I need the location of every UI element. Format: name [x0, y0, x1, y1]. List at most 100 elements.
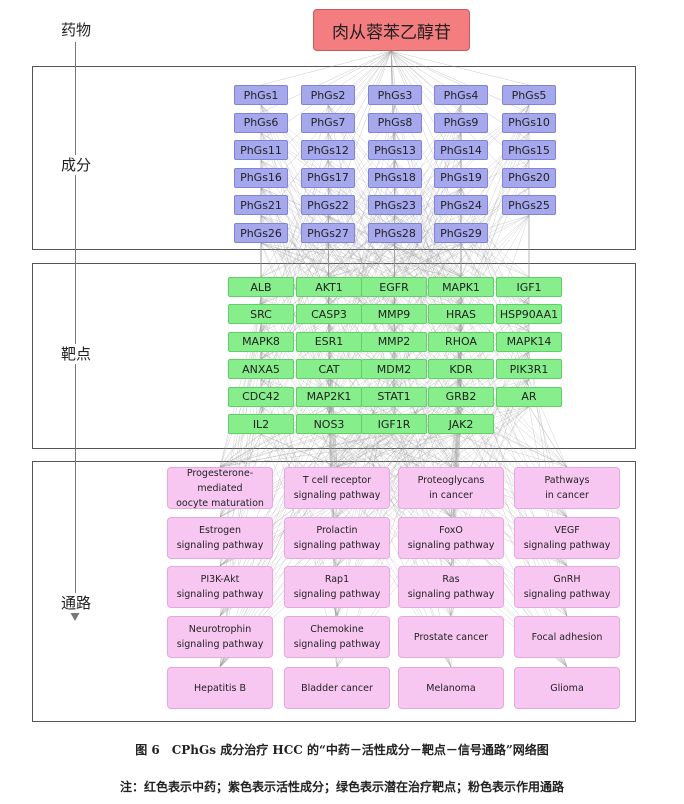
network-edge [327, 132, 395, 305]
network-edge [393, 160, 396, 332]
network-edge [260, 132, 395, 305]
network-edge [393, 242, 396, 415]
network-edge [394, 242, 462, 278]
network-edge [219, 324, 330, 668]
network-edge [260, 242, 462, 360]
network-edge [328, 132, 530, 332]
component-node: PhGs4 [434, 85, 488, 105]
network-edge [328, 242, 462, 415]
network-edge [460, 187, 530, 360]
target-node: MAPK1 [428, 277, 494, 297]
network-edge [528, 406, 568, 468]
component-node: PhGs22 [301, 195, 355, 216]
component-node: PhGs8 [368, 112, 422, 133]
network-edge [260, 132, 462, 305]
network-edge [260, 50, 392, 224]
network-edge [327, 242, 462, 415]
network-edge [327, 160, 462, 360]
network-edge [390, 50, 396, 224]
network-edge [219, 433, 330, 468]
network-edge [260, 187, 462, 333]
target-node: HSP90AA1 [496, 304, 562, 325]
pathway-node: Focal adhesion [514, 616, 620, 658]
network-edge [260, 187, 462, 415]
network-edge [460, 160, 530, 332]
component-node: PhGs23 [368, 195, 422, 216]
pathway-node: T cell receptor signaling pathway [284, 467, 390, 509]
network-edge [336, 406, 530, 468]
pathway-node: Proteoglycans in cancer [398, 467, 504, 509]
network-edge [260, 132, 462, 278]
component-node: PhGs18 [368, 167, 422, 188]
network-edge [394, 160, 462, 360]
network-edge [393, 296, 568, 468]
pathway-node: GnRH signaling pathway [514, 566, 620, 608]
target-node: MAPK14 [496, 331, 562, 352]
target-node: KDR [428, 359, 494, 380]
network-edge [460, 187, 530, 387]
network-edge [260, 215, 329, 415]
network-edge [260, 104, 462, 415]
network-edge [328, 187, 462, 360]
network-edge [460, 132, 530, 332]
component-node: PhGs1 [234, 85, 288, 105]
target-node: GRB2 [428, 386, 494, 407]
network-edge [327, 187, 530, 278]
network-edge [393, 104, 462, 305]
network-edge [260, 160, 462, 332]
network-edge [260, 187, 530, 360]
network-edge [336, 433, 462, 468]
pathway-node: FoxO signaling pathway [398, 517, 504, 559]
network-edge [327, 104, 462, 278]
network-edge [219, 433, 395, 468]
component-node: PhGs10 [502, 112, 556, 133]
network-edge [394, 187, 462, 360]
target-node: IGF1 [496, 277, 562, 297]
components-panel [32, 66, 636, 250]
pathway-node: Glioma [514, 667, 620, 709]
network-edge [260, 132, 530, 305]
target-node: IL2 [228, 414, 294, 434]
network-edge [327, 104, 530, 387]
pathway-node: Hepatitis B [167, 667, 273, 709]
network-edge [260, 215, 330, 415]
network-edge [260, 187, 330, 387]
component-node: PhGs28 [368, 223, 422, 243]
level-label-pathways: 通路 [58, 593, 94, 613]
component-node: PhGs25 [502, 195, 556, 216]
pathway-node: Ras signaling pathway [398, 566, 504, 608]
component-node: PhGs21 [234, 195, 288, 216]
network-edge [460, 215, 530, 415]
network-edge [260, 242, 462, 360]
network-edge [450, 406, 530, 468]
network-edge [260, 242, 462, 305]
network-edge [260, 215, 462, 305]
network-edge [260, 160, 462, 360]
network-edge [328, 215, 530, 278]
network-edge [260, 242, 462, 278]
level-label-drug: 药物 [58, 20, 94, 40]
target-node: PIK3R1 [496, 359, 562, 380]
target-node: SRC [228, 304, 294, 325]
target-node: MDM2 [361, 359, 427, 380]
component-node: PhGs16 [234, 167, 288, 188]
component-node: PhGs14 [434, 140, 488, 161]
network-edge [393, 242, 462, 278]
network-edge [260, 160, 462, 387]
component-node: PhGs27 [301, 223, 355, 243]
network-edge [260, 187, 462, 305]
target-node: NOS3 [296, 414, 362, 434]
component-node: PhGs15 [502, 140, 556, 161]
network-edge [260, 242, 330, 415]
network-edge [460, 104, 530, 278]
network-edge [260, 104, 462, 278]
network-edge [260, 104, 330, 305]
pathway-node: PI3K-Akt signaling pathway [167, 566, 273, 608]
target-node: HRAS [428, 304, 494, 325]
network-edge [327, 159, 530, 278]
component-node: PhGs2 [301, 85, 355, 105]
target-node: IGF1R [361, 414, 427, 434]
network-edge [327, 50, 392, 224]
network-edge [260, 159, 530, 333]
network-edge [460, 215, 530, 278]
